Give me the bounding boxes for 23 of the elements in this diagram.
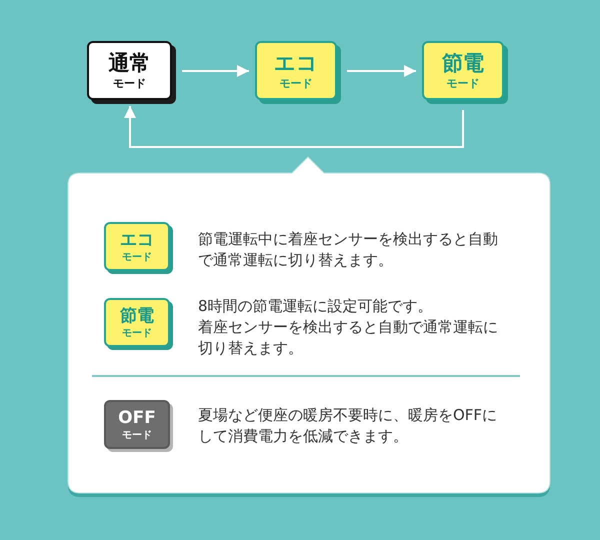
mode-subtitle: モード — [113, 76, 146, 90]
callout-panel — [66, 155, 552, 500]
mode-badge — [104, 222, 170, 271]
mode-title: 通常 — [108, 50, 150, 76]
description-text: 8時間の節電運転に設定可能です。 — [198, 296, 434, 317]
arrow — [347, 65, 416, 77]
mode-title: 節電 — [120, 306, 154, 326]
mode-subtitle: モード — [122, 326, 152, 340]
mode-subtitle: モード — [280, 76, 312, 90]
mode-subtitle: モード — [122, 428, 152, 442]
description-text: 節電運転中に着座センサーを検出すると自動で通常運転に切り替えます。 — [198, 229, 499, 271]
mode-title: OFF — [118, 408, 156, 428]
description-text: 夏場など便座の暖房不要時に、暖房をOFFにして消費電力を低減できます。 — [198, 405, 498, 447]
mode-badge — [104, 298, 170, 347]
arrow — [124, 106, 465, 149]
mode-subtitle: モード — [122, 250, 152, 264]
mode-title: 節電 — [442, 50, 484, 76]
mode-title: エコ — [120, 230, 154, 250]
mode-title: エコ — [274, 50, 318, 76]
description-text: 着座センサーを検出すると自動で通常運転に切り替えます。 — [198, 317, 499, 359]
mode-subtitle: モード — [446, 76, 480, 90]
arrow — [182, 65, 249, 77]
mode-badge — [104, 400, 170, 449]
